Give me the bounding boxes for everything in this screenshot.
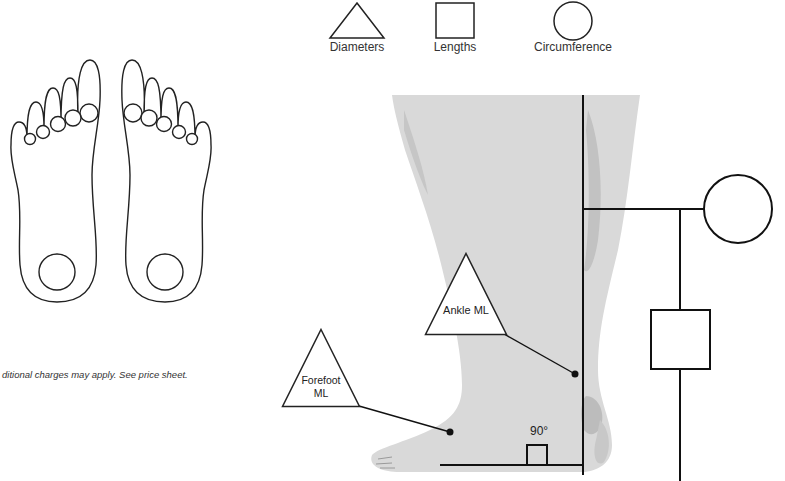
measure-triangle: Ankle ML	[424, 252, 508, 336]
price-note: ditional charges may apply. See price sh…	[2, 369, 188, 380]
foot-sole	[122, 60, 211, 302]
foot-sole	[11, 60, 100, 302]
measure-point	[447, 429, 454, 436]
angle-label: 90°	[530, 424, 548, 438]
legend-label: Diameters	[330, 40, 385, 54]
measure-lines	[359, 95, 772, 481]
measure-label: Ankle ML	[435, 304, 497, 317]
leg-illustration	[371, 95, 640, 472]
triangle-outline	[424, 252, 508, 336]
measure-triangle: Forefoot ML	[281, 328, 361, 408]
measure-point	[572, 371, 579, 378]
legend-label: Lengths	[434, 40, 477, 54]
measure-label: Forefoot ML	[296, 374, 346, 400]
legend-symbols	[330, 2, 592, 40]
legend-label: Circumference	[534, 40, 612, 54]
